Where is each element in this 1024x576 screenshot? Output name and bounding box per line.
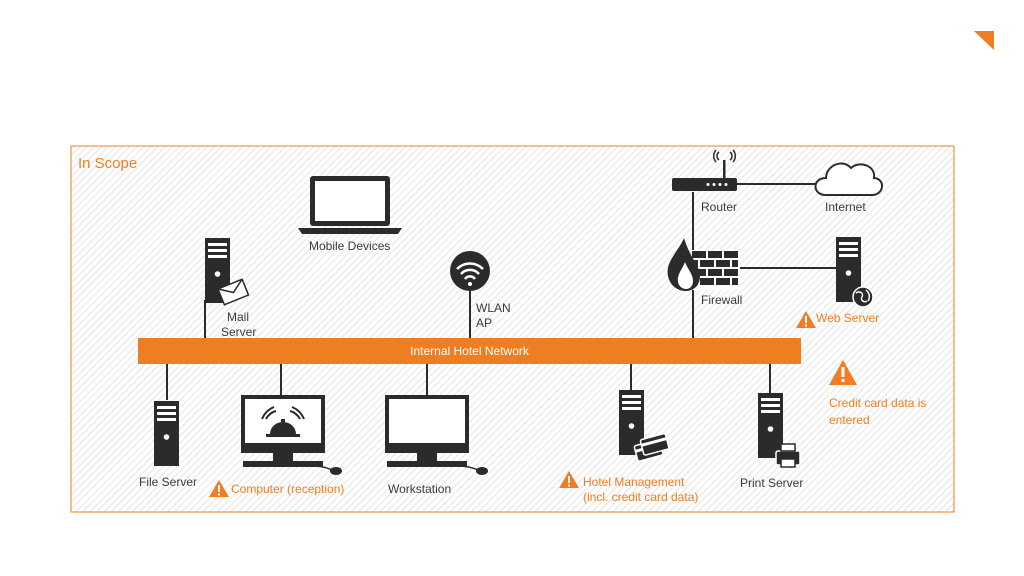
- workstation-icon: [385, 395, 488, 475]
- reception-computer-icon: [241, 395, 342, 475]
- legend-warning-icon: [829, 360, 857, 385]
- wlan-ap-label-line1: WLAN: [476, 301, 511, 315]
- mail-server-icon: [205, 238, 250, 306]
- reception-computer-label: Computer (reception): [231, 482, 345, 496]
- mobile-devices-label: Mobile Devices: [309, 239, 391, 253]
- workstation-label: Workstation: [388, 482, 452, 496]
- hotel-management-label-line2: (incl. credit card data): [583, 490, 699, 504]
- file-server-icon: [154, 401, 179, 466]
- scope-title: In Scope: [78, 155, 138, 172]
- legend-text-line2: entered: [829, 413, 870, 427]
- firewall-label: Firewall: [701, 293, 743, 307]
- scope-area: [70, 145, 955, 513]
- router-icon: [672, 149, 737, 191]
- print-server-label: Print Server: [740, 476, 804, 490]
- web-server-icon: [836, 237, 874, 308]
- hotel-management-label-line1: Hotel Management: [583, 475, 685, 489]
- web-server-label: Web Server: [816, 311, 880, 325]
- legend-text-line1: Credit card data is: [829, 396, 927, 410]
- hotel-management-server-icon: [619, 390, 670, 462]
- print-server-icon: [758, 393, 801, 468]
- mail-server-label-line2: Server: [221, 325, 257, 339]
- internal-network-bar: [138, 338, 801, 364]
- laptop-icon: [298, 176, 402, 234]
- network-label: Internal Hotel Network: [410, 344, 529, 358]
- cloud-icon: [814, 162, 883, 196]
- mail-server-label-line1: Mail: [227, 310, 250, 324]
- wifi-icon: [450, 251, 490, 291]
- internet-label: Internet: [825, 200, 866, 214]
- wlan-ap-label-line2: AP: [476, 316, 493, 330]
- file-server-label: File Server: [139, 475, 198, 489]
- firewall-icon: [667, 238, 740, 291]
- router-label: Router: [701, 200, 738, 214]
